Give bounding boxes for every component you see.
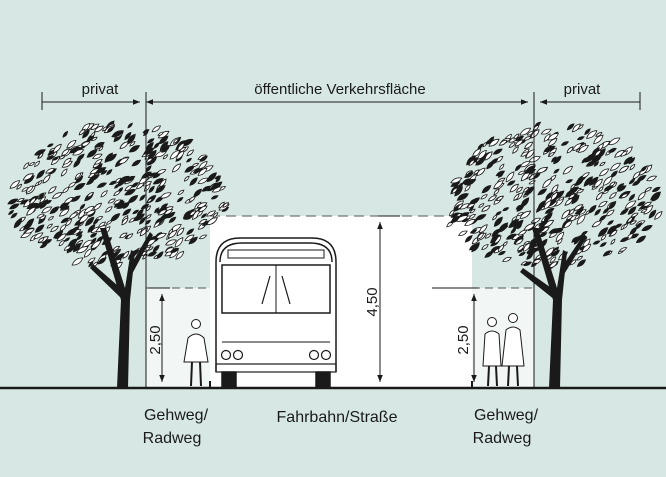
- bus: [215, 237, 337, 389]
- label-public-area: öffentliche Verkehrsfläche: [254, 81, 426, 98]
- dim-label-right: 2,50: [455, 325, 472, 354]
- pedestrian-left: [183, 319, 209, 387]
- dim-label-center: 4,50: [364, 287, 381, 316]
- sidewalk-clearance-right: [472, 288, 534, 388]
- label-private-right: privat: [564, 81, 602, 98]
- label-sidewalk-right-2: Radweg: [473, 430, 532, 447]
- pedestrian-right-2: [501, 313, 525, 387]
- label-sidewalk-left-1: Gehweg/: [144, 407, 209, 424]
- tree-trunk-right: [520, 228, 587, 388]
- label-private-left: privat: [82, 81, 120, 98]
- height-dimension-right: [432, 287, 478, 389]
- height-dimension-center: [377, 215, 400, 382]
- dim-label-left: 2,50: [147, 325, 164, 354]
- tree-trunk-left: [90, 228, 153, 388]
- label-sidewalk-right-1: Gehweg/: [474, 407, 539, 424]
- tree-right: [446, 121, 663, 271]
- label-sidewalk-left-2: Radweg: [143, 430, 202, 447]
- pedestrian-right-1: [482, 317, 502, 387]
- height-dimension-left: [148, 287, 170, 382]
- tree-left: [7, 120, 230, 271]
- label-road: Fahrbahn/Straße: [277, 409, 398, 426]
